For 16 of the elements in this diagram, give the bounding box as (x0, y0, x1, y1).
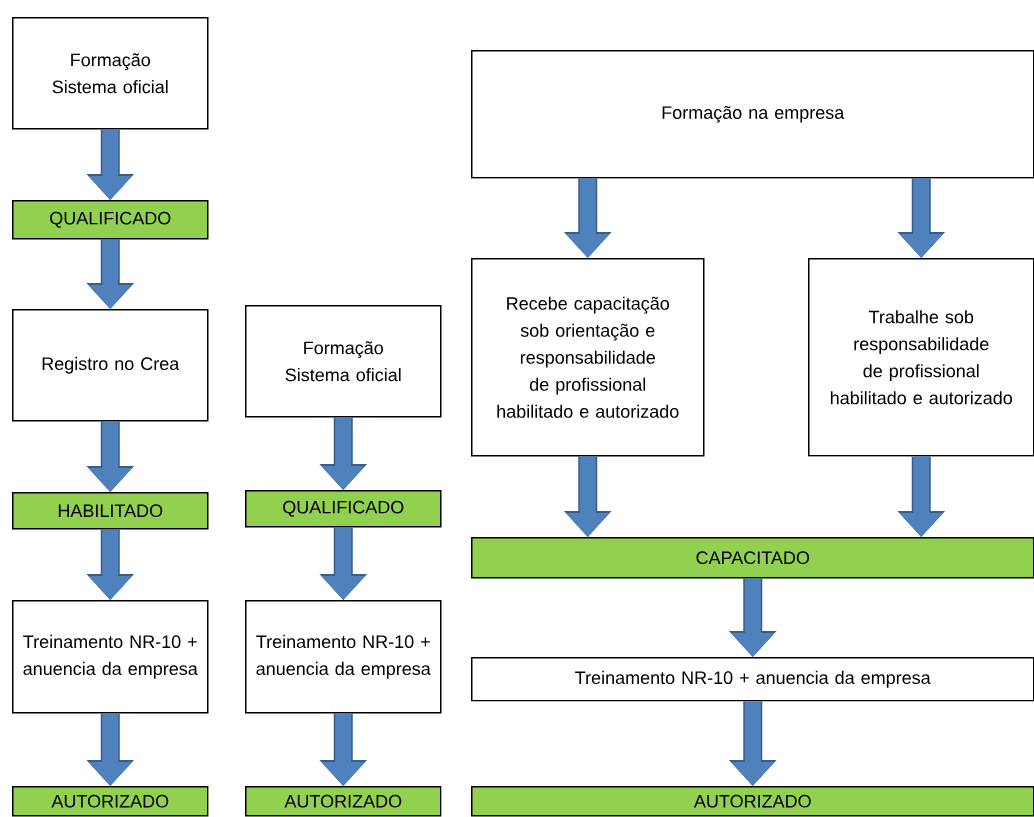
status-bar: QUALIFICADO (245, 490, 442, 528)
status-bar: CAPACITADO (471, 537, 1034, 579)
process-box: Recebe capacitação sob orientação e responsabilidade de profissional habilitado e autorizado (471, 258, 705, 457)
process-box: Trabalhe sob responsabilidade de profissional habilitado e autorizado (808, 258, 1034, 457)
process-box: Formação na empresa (471, 50, 1034, 179)
status-bar: AUTORIZADO (245, 786, 442, 817)
process-box: Registro no Crea (12, 309, 209, 422)
process-box: Formação Sistema oficial (12, 17, 209, 130)
process-box: Formação Sistema oficial (245, 305, 442, 418)
process-box: Treinamento NR-10 + anuencia da empresa (12, 600, 209, 714)
status-bar: AUTORIZADO (12, 786, 209, 817)
status-bar: AUTORIZADO (471, 786, 1034, 817)
process-box: Treinamento NR-10 + anuencia da empresa (245, 600, 442, 714)
process-box: Treinamento NR-10 + anuencia da empresa (471, 657, 1034, 702)
status-bar: HABILITADO (12, 492, 209, 530)
status-bar: QUALIFICADO (12, 200, 209, 240)
